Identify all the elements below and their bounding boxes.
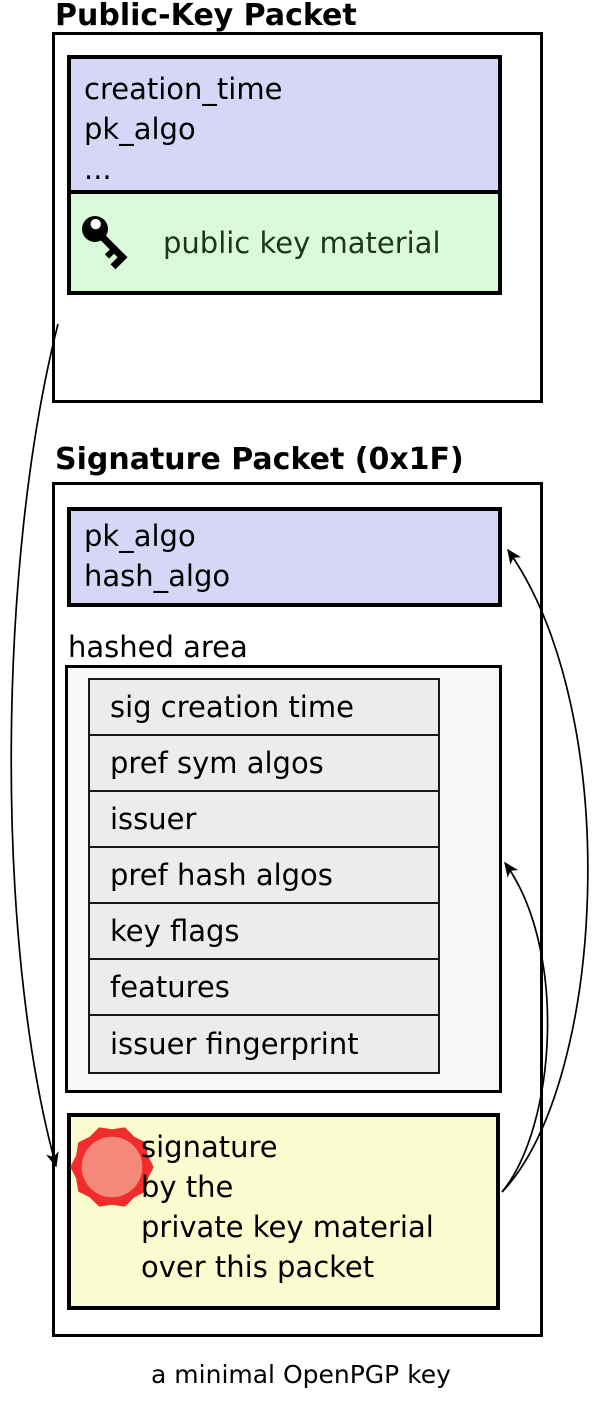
signature-description: signature by the private key material ov… [141,1127,434,1287]
public-key-material-section: public key material [71,194,498,291]
figure-caption: a minimal OpenPGP key [151,1360,451,1389]
subpacket-sig-creation-time: sig creation time [90,680,438,736]
arrow-pubkey-to-signature [10,323,59,1168]
signature-line-4: over this packet [141,1250,375,1284]
seal-icon [70,1127,154,1207]
signature-line-2: by the [141,1170,234,1204]
signature-line-1: signature [141,1130,278,1164]
signature-value-box: signature by the private key material ov… [67,1113,500,1310]
field-sig-hash-algo: hash_algo [84,559,231,593]
key-icon [81,215,128,269]
subpacket-features: features [90,960,438,1016]
public-key-metadata-section: creation_time pk_algo ... [71,59,498,194]
subpacket-key-flags: key flags [90,904,438,960]
field-creation-time: creation_time [84,72,283,106]
subpacket-issuer-fingerprint: issuer fingerprint [110,1027,359,1061]
public-key-material-label: public key material [163,225,441,260]
hashed-area-box: sig creation time pref sym algos issuer … [65,665,502,1093]
subpacket-pref-sym-algos: pref sym algos [90,736,438,792]
subpacket-table: sig creation time pref sym algos issuer … [88,678,440,1074]
signature-packet-title: Signature Packet (0x1F) [55,442,464,477]
public-key-fields-box: creation_time pk_algo ... public key mat… [67,55,502,295]
subpacket-issuer: issuer [90,792,438,848]
field-ellipsis: ... [84,152,112,186]
signature-line-3: private key material [141,1210,434,1244]
hashed-area-label: hashed area [68,630,248,664]
public-key-packet-title: Public-Key Packet [55,0,357,33]
subpacket-pref-hash-algos: pref hash algos [90,848,438,904]
field-sig-pk-algo: pk_algo [84,519,196,553]
field-pk-algo: pk_algo [84,112,196,146]
signature-algo-box: pk_algo hash_algo [67,507,502,607]
